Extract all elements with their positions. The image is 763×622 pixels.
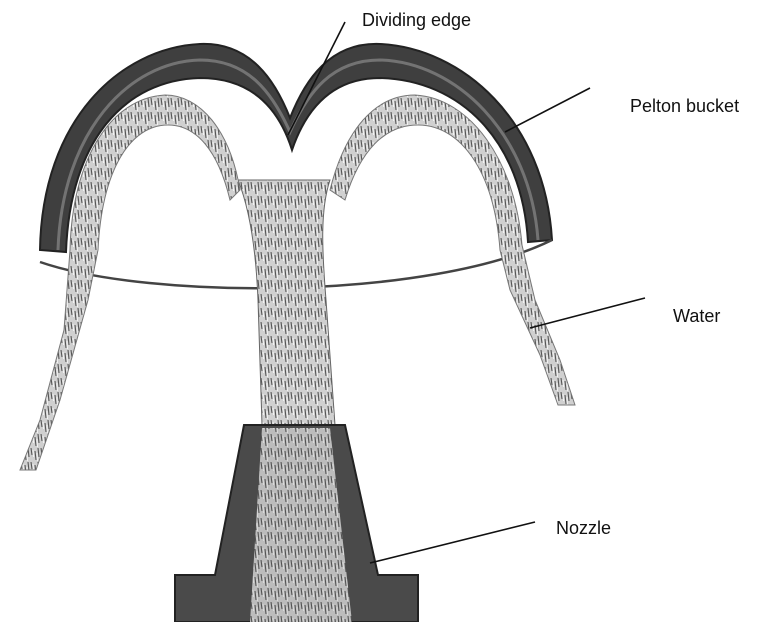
label-dividing-edge: Dividing edge: [362, 10, 471, 30]
label-pelton-bucket: Pelton bucket: [630, 96, 739, 116]
label-nozzle: Nozzle: [556, 518, 611, 538]
water-jet: [238, 180, 335, 425]
leader-pelton-bucket: [505, 88, 590, 132]
water-left-arc: [20, 95, 240, 470]
water-right-arc: [330, 95, 575, 405]
label-water: Water: [673, 306, 720, 326]
nozzle: [175, 425, 418, 622]
water: [20, 95, 575, 470]
leader-nozzle: [370, 522, 535, 563]
leader-water: [530, 298, 645, 328]
